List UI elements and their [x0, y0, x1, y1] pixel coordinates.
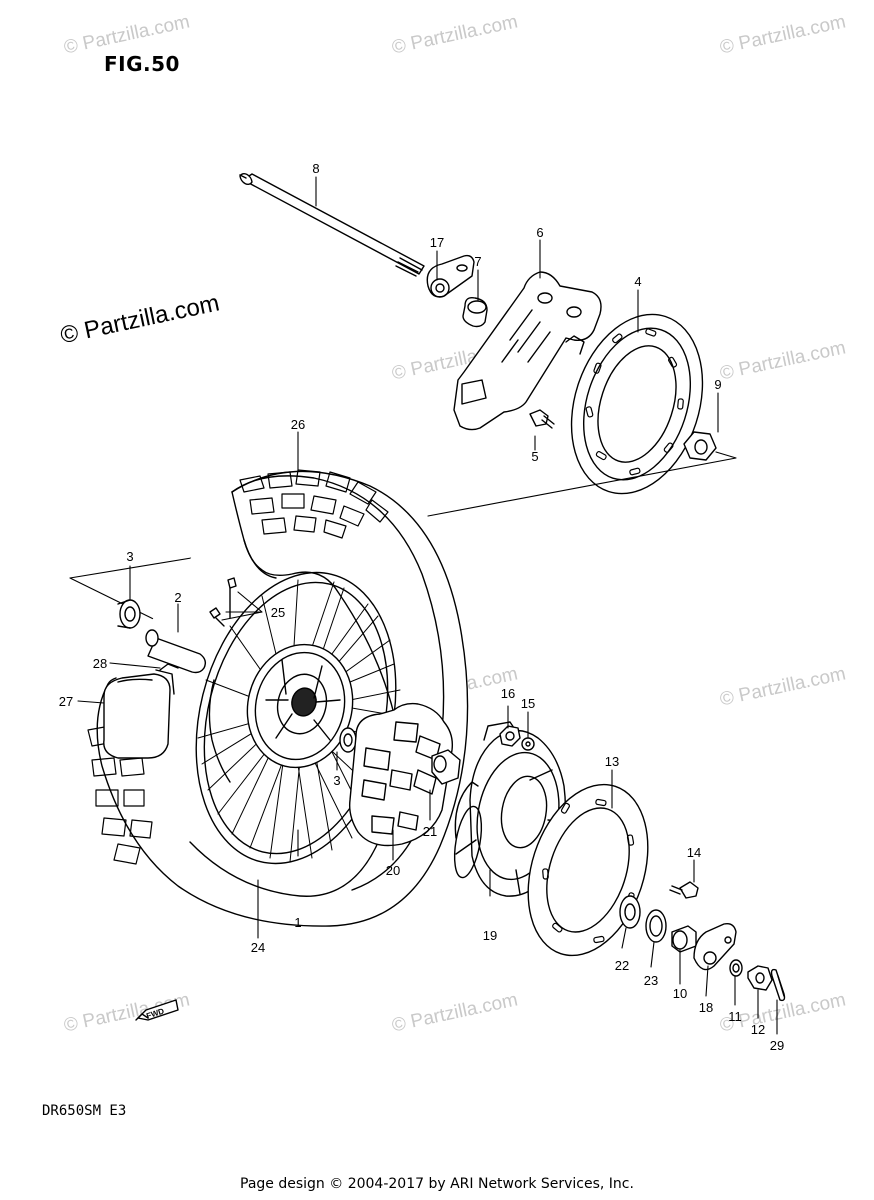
chain-adjuster-right-part: [693, 922, 737, 971]
callout-18[interactable]: 18: [699, 1000, 713, 1015]
callout-21[interactable]: 21: [423, 824, 437, 839]
callout-26[interactable]: 26: [291, 417, 305, 432]
callout-23[interactable]: 23: [644, 973, 658, 988]
callout-3b[interactable]: 3: [333, 773, 340, 788]
callout-8[interactable]: 8: [312, 161, 319, 176]
disc-bolt-part: [529, 409, 555, 429]
hub-washer-part: [521, 737, 535, 751]
figure-title: FIG.50: [104, 52, 180, 76]
callout-9[interactable]: 9: [714, 377, 721, 392]
spoke-nipple-part: [209, 577, 237, 627]
oil-seal-part: [645, 909, 667, 943]
sprocket-bolt-part: [669, 881, 699, 899]
collar-part: [462, 296, 488, 328]
leader-lines: [77, 176, 778, 1035]
callout-10[interactable]: 10: [673, 986, 687, 1001]
caliper-bracket-part: [453, 271, 602, 431]
callout-2[interactable]: 2: [174, 590, 181, 605]
chain-adjuster-part: [426, 254, 475, 298]
callout-5[interactable]: 5: [531, 449, 538, 464]
callout-22[interactable]: 22: [615, 958, 629, 973]
callout-28[interactable]: 28: [93, 656, 107, 671]
sprocket-spacer-part: [671, 925, 697, 953]
brake-disc-part: [570, 313, 704, 495]
callout-12[interactable]: 12: [751, 1022, 765, 1037]
callout-14[interactable]: 14: [687, 845, 701, 860]
callout-25[interactable]: 25: [271, 605, 285, 620]
callout-29[interactable]: 29: [770, 1038, 784, 1053]
callout-4[interactable]: 4: [634, 274, 641, 289]
callout-16[interactable]: 16: [501, 686, 515, 701]
drum-collar-part: [431, 749, 461, 785]
callout-27[interactable]: 27: [59, 694, 73, 709]
callout-3[interactable]: 3: [126, 549, 133, 564]
axle-part: [239, 173, 425, 277]
callout-6[interactable]: 6: [536, 225, 543, 240]
rear-sprocket-part: [527, 783, 649, 957]
spacer-part: [145, 629, 207, 674]
callout-17[interactable]: 17: [430, 235, 444, 250]
model-code: DR650SM E3: [42, 1103, 127, 1119]
callout-1[interactable]: 1: [294, 915, 301, 930]
page-footer: Page design © 2004-2017 by ARI Network S…: [240, 1176, 634, 1192]
callout-20[interactable]: 20: [386, 863, 400, 878]
callout-13[interactable]: 13: [605, 754, 619, 769]
callout-24[interactable]: 24: [251, 940, 265, 955]
hub-nut-part: [499, 725, 521, 747]
bearing-part: [339, 727, 357, 753]
axle-washer-part: [729, 959, 743, 977]
forward-arrow-icon: [135, 999, 179, 1021]
cotter-pin-part: [770, 968, 786, 1002]
axle-nut-part: [683, 431, 717, 461]
callout-15[interactable]: 15: [521, 696, 535, 711]
callout-19[interactable]: 19: [483, 928, 497, 943]
sprocket-bearing-part: [619, 895, 641, 929]
bearing-part: [117, 599, 141, 629]
callout-7[interactable]: 7: [474, 254, 481, 269]
callout-11[interactable]: 11: [728, 1009, 742, 1024]
rim-band-part: [103, 663, 179, 759]
castle-nut-part: [747, 965, 773, 991]
